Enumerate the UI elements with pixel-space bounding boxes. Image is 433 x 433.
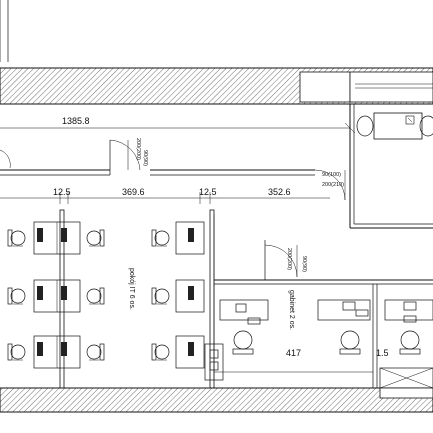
office-room: 90(90) 200(200) gabinet 2 os. 417 1.5 (214, 240, 433, 388)
office-room-label: gabinet 2 os. (288, 290, 295, 330)
desk-single (175, 335, 205, 369)
chair (86, 229, 105, 247)
chair (86, 287, 105, 305)
door1-size-line2: 200(200) (135, 138, 141, 160)
dimension-12-5-b: 12.5 (199, 187, 217, 197)
corridor-walls: 90(90) 200(200) (0, 138, 315, 176)
desk-pair (33, 335, 81, 369)
dimension-12-5-a: 12.5 (53, 187, 71, 197)
exterior-wall-bottom (0, 387, 433, 413)
door2-size-line1: 90(100) (322, 172, 341, 178)
door3-size-line2: 200(200) (286, 248, 292, 270)
chair (7, 229, 26, 247)
desk-pair (33, 221, 81, 255)
chair (7, 287, 26, 305)
dimension-352: 352.6 (268, 187, 291, 197)
crossed-box (379, 367, 433, 389)
it-cabinet (204, 343, 224, 381)
second-dimension-line: 12.5 369.6 12.5 352.6 (0, 187, 330, 204)
door-2: 90(100) 200(210) (314, 169, 346, 201)
door2-size-line2: 200(210) (322, 182, 344, 188)
chair (86, 343, 105, 361)
office-desk-2 (317, 299, 371, 355)
top-left-wall (0, 0, 9, 62)
door3-size-line1: 90(90) (301, 256, 307, 272)
it-desk-cluster-right (151, 221, 205, 369)
it-room-label: pokój IT 6 os. (128, 268, 135, 310)
dimension-1385: 1385.8 (62, 116, 90, 126)
desk-single (175, 279, 205, 313)
desk-pair (33, 279, 81, 313)
dimension-417: 417 (286, 348, 301, 358)
top-dimension-line: 1385.8 (0, 116, 356, 134)
office-desk-1 (219, 299, 269, 355)
exterior-wall-top (0, 67, 433, 105)
chair (151, 343, 170, 361)
chair (151, 229, 170, 247)
door1-size-line1: 90(90) (142, 150, 148, 166)
dimension-369: 369.6 (122, 187, 145, 197)
desk-single (175, 221, 205, 255)
right-lounge-room (349, 104, 433, 229)
office-desk-3 (384, 299, 433, 355)
chair (151, 287, 170, 305)
it-desk-cluster-left (7, 221, 105, 369)
chair (7, 343, 26, 361)
dimension-1-5: 1.5 (376, 348, 389, 358)
